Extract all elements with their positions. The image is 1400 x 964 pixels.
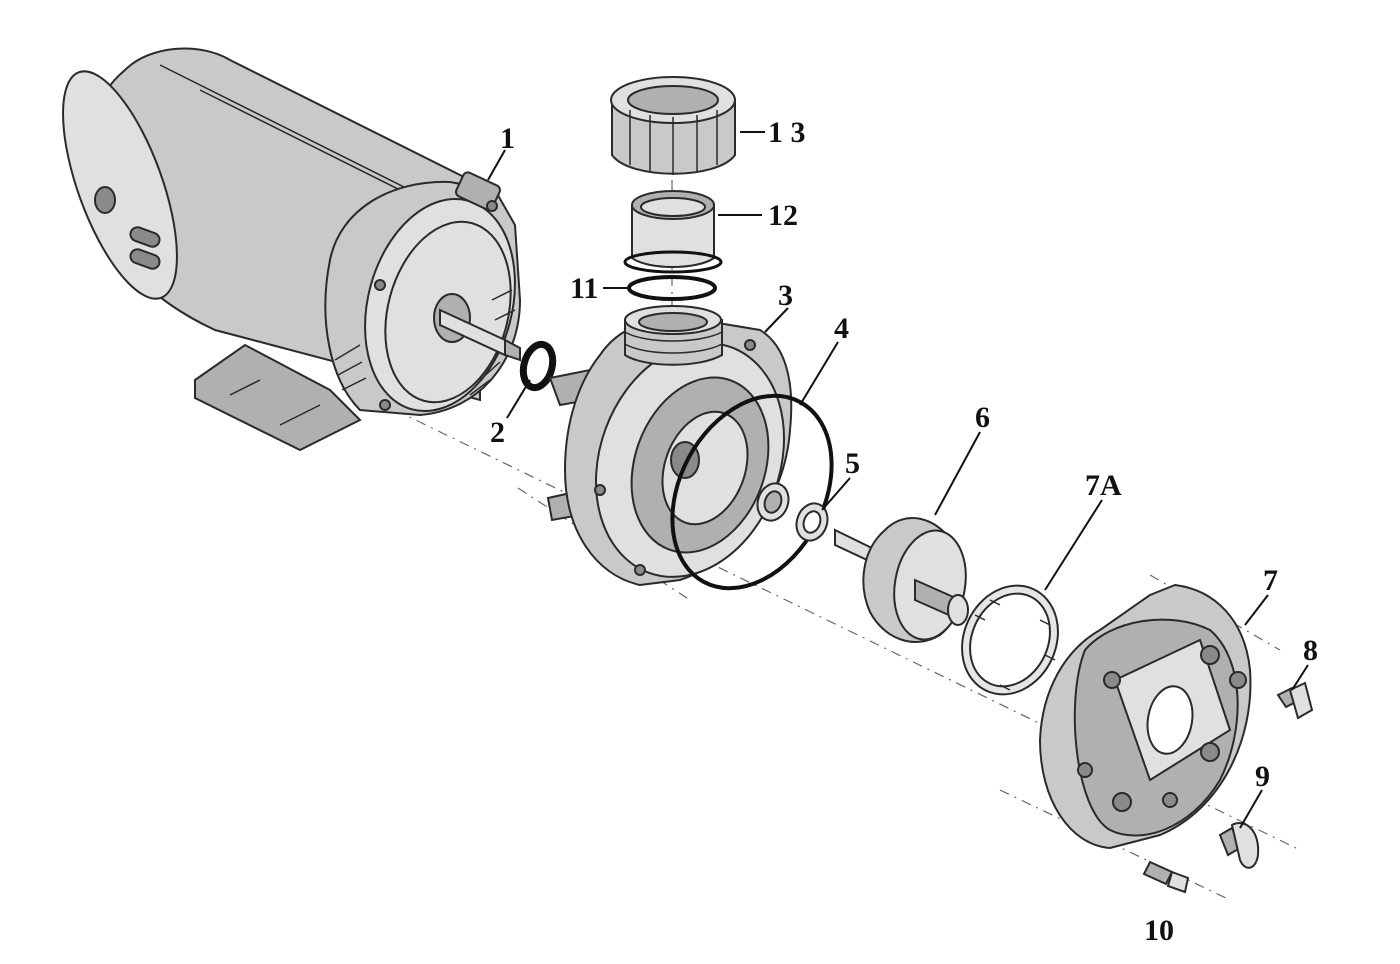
pump-housing bbox=[546, 305, 793, 587]
union-o-ring bbox=[627, 275, 717, 301]
label-union-tailpiece: 12 bbox=[768, 199, 798, 232]
label-union-o-ring: 11 bbox=[570, 272, 598, 305]
label-impeller: 6 bbox=[975, 401, 990, 434]
label-pump-housing: 3 bbox=[778, 279, 793, 312]
back-plate bbox=[1038, 583, 1252, 850]
label-seal-plate-washer: 2 bbox=[490, 416, 505, 449]
label-o-ring-large: 4 bbox=[834, 312, 849, 345]
impeller bbox=[834, 517, 969, 643]
drain-plug bbox=[1276, 681, 1314, 720]
label-union-nut: 1 3 bbox=[768, 116, 806, 149]
union-tailpiece bbox=[623, 190, 723, 274]
part-labels: 1 2 3 4 5 6 7 7A 8 9 10 11 12 1 3 bbox=[490, 116, 1318, 947]
shaft-seal bbox=[756, 482, 829, 542]
label-bolt: 10 bbox=[1144, 914, 1174, 947]
label-drain-plug-wing: 9 bbox=[1255, 760, 1270, 793]
diffuser-ring bbox=[961, 584, 1059, 696]
union-nut bbox=[610, 76, 736, 175]
label-diffuser-ring: 7A bbox=[1085, 469, 1122, 502]
label-motor: 1 bbox=[500, 122, 515, 155]
label-back-plate: 7 bbox=[1263, 564, 1278, 597]
motor bbox=[62, 47, 522, 452]
leader-lines bbox=[487, 131, 1309, 829]
drain-plug-wing bbox=[1218, 822, 1260, 869]
bolt bbox=[1142, 860, 1190, 894]
seal-plate-washer bbox=[519, 340, 557, 392]
label-drain-plug: 8 bbox=[1303, 634, 1318, 667]
label-shaft-seal: 5 bbox=[845, 447, 860, 480]
